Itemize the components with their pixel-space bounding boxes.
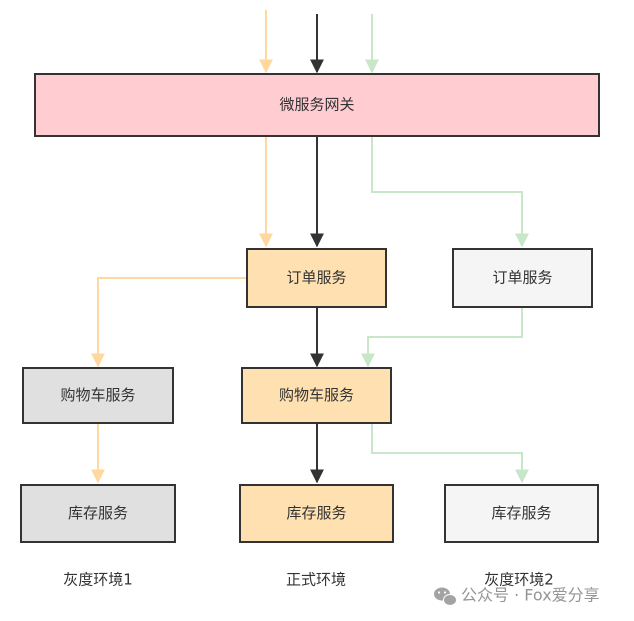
order-gray2-to-cart-main-arrow: [361, 307, 523, 368]
cart-main-to-inventory-gray2-arrow: [371, 424, 529, 484]
cart-main-node: 购物车服务: [241, 367, 392, 424]
order-main-label: 订单服务: [286, 269, 346, 287]
order-gray2-label: 订单服务: [492, 269, 552, 287]
env-label-main: 正式环境: [286, 571, 346, 589]
inventory-main-label: 库存服务: [286, 504, 346, 522]
gateway-to-order-gray2-arrow: [371, 137, 529, 248]
inventory-gray1-node: 库存服务: [20, 484, 176, 543]
env-label-gray1: 灰度环境1: [63, 571, 133, 589]
cart-main-label: 购物车服务: [279, 386, 354, 404]
inventory-main-node: 库存服务: [239, 484, 394, 543]
watermark: 公众号 · Fox爱分享: [434, 586, 600, 606]
env-label-gray2: 灰度环境2: [484, 571, 554, 589]
watermark-text: 公众号 · Fox爱分享: [461, 586, 600, 605]
order-main-node: 订单服务: [246, 248, 387, 308]
order-main-to-cart-gray1-arrow: [91, 277, 247, 368]
cart-gray1-label: 购物车服务: [60, 386, 135, 404]
gateway-node: 微服务网关: [34, 73, 600, 137]
wechat-icon: [434, 587, 457, 606]
inventory-gray2-node: 库存服务: [444, 484, 599, 543]
cart-gray1-node: 购物车服务: [22, 367, 174, 424]
order-gray2-node: 订单服务: [452, 248, 593, 308]
inventory-gray1-label: 库存服务: [68, 504, 128, 522]
inventory-gray2-label: 库存服务: [491, 504, 551, 522]
gateway-label: 微服务网关: [279, 96, 354, 114]
